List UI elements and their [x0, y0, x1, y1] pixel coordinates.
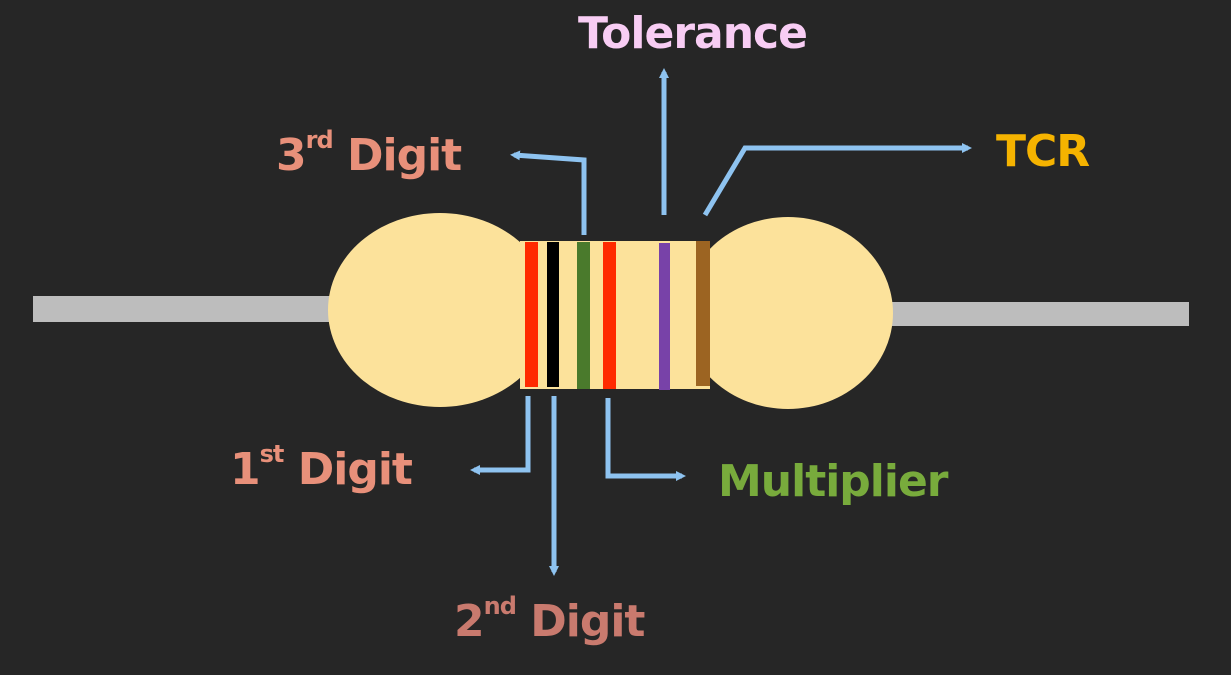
band-3: [577, 242, 590, 389]
first-digit-suffix: st: [259, 440, 285, 468]
second-digit-suffix: nd: [483, 592, 517, 620]
first-digit-number: 1: [230, 444, 261, 495]
right-lead: [880, 302, 1189, 326]
arrow-multiplier: [605, 398, 686, 481]
second-digit-number: 2: [454, 596, 485, 647]
left-body-lobe: [328, 213, 552, 407]
arrow-third-digit: [510, 150, 587, 235]
first-digit-word: Digit: [297, 444, 413, 495]
tolerance-text: Tolerance: [578, 8, 808, 59]
arrow-first-digit: [470, 396, 531, 475]
third-digit-suffix: rd: [305, 126, 334, 154]
arrow-tcr: [702, 143, 972, 217]
band-6: [696, 241, 710, 386]
left-lead: [33, 296, 343, 322]
second-digit-label: 2nd Digit: [454, 594, 645, 644]
second-digit-word: Digit: [530, 596, 645, 647]
band-4: [603, 242, 616, 389]
third-digit-word: Digit: [346, 130, 462, 181]
third-digit-label: 3rd Digit: [276, 128, 462, 178]
band-5: [659, 243, 670, 390]
first-digit-label: 1st Digit: [230, 442, 413, 492]
third-digit-number: 3: [276, 130, 307, 181]
band-2: [547, 242, 559, 387]
right-body-lobe: [683, 217, 893, 409]
multiplier-label: Multiplier: [718, 460, 949, 504]
tolerance-label: Tolerance: [578, 12, 808, 56]
multiplier-text: Multiplier: [718, 456, 949, 507]
band-1: [525, 242, 538, 387]
tcr-text: TCR: [996, 126, 1090, 177]
tcr-label: TCR: [996, 130, 1090, 174]
